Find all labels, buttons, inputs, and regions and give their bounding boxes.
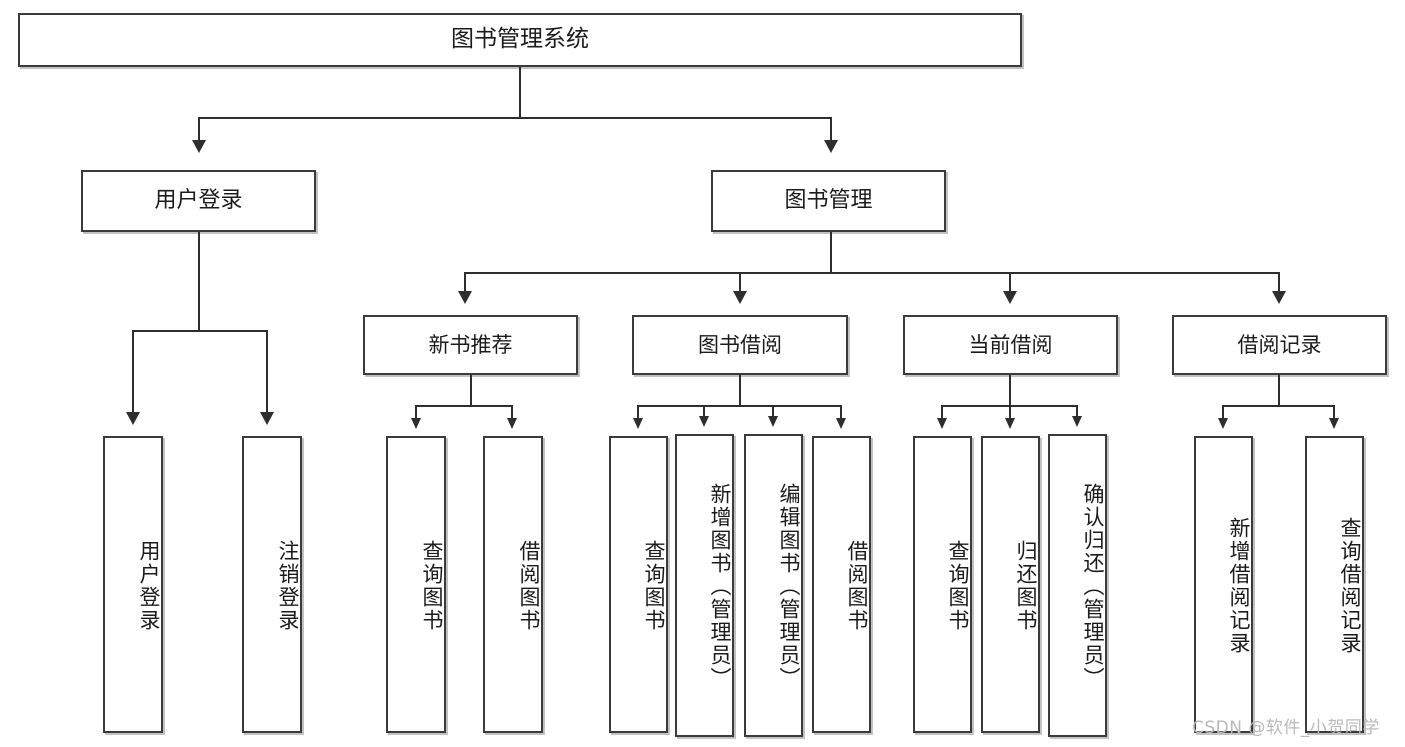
node-label: 注销登录	[276, 539, 300, 632]
leaf-user-login[interactable]: 用户登录	[103, 436, 163, 733]
node-label: 编辑图书（管理员）	[777, 483, 801, 690]
node-label: 借阅记录	[1237, 332, 1322, 357]
arrowhead-cb-confirm-return	[1072, 416, 1082, 427]
arrowhead-new-book	[458, 291, 472, 304]
connector-to-user-login	[198, 117, 200, 143]
connector-user-login-stem	[198, 232, 200, 332]
arrowhead-user-login	[192, 140, 206, 153]
connector-bb-c4	[840, 405, 842, 422]
connector-new-book-c2	[511, 405, 513, 422]
leaf-bb-borrow-book[interactable]: 借阅图书	[812, 436, 871, 733]
leaf-nb-query-book[interactable]: 查询图书	[386, 436, 446, 733]
leaf-cb-confirm-return[interactable]: 确认归还（管理员）	[1048, 434, 1107, 737]
node-label: 新增借阅记录	[1227, 516, 1251, 655]
connector-bb-c3	[772, 405, 774, 422]
leaf-br-query-record[interactable]: 查询借阅记录	[1305, 436, 1364, 733]
arrowhead-current-borrow	[1003, 291, 1017, 304]
leaf-br-add-record[interactable]: 新增借阅记录	[1194, 436, 1253, 733]
node-label: 用户登录	[154, 188, 243, 214]
arrowhead-br-add-record	[1218, 418, 1228, 429]
node-label: 查询图书	[946, 539, 970, 632]
node-label: 图书管理	[784, 188, 873, 214]
connector-book-borrow-stem	[739, 375, 741, 407]
leaf-bb-add-book[interactable]: 新增图书（管理员）	[675, 434, 734, 737]
connector-to-current-borrow	[1009, 272, 1011, 294]
node-label: 查询图书	[642, 539, 666, 632]
node-label: 用户登录	[137, 539, 161, 632]
connector-cb-c3	[1076, 405, 1078, 422]
connector-br-c2	[1333, 405, 1335, 422]
connector-new-book-stem	[470, 375, 472, 407]
node-book-management[interactable]: 图书管理	[711, 170, 946, 232]
arrowhead-br-query-record	[1329, 418, 1339, 429]
leaf-bb-query-book[interactable]: 查询图书	[609, 436, 668, 733]
arrowhead-leaf-logout	[260, 412, 274, 425]
connector-to-book-manage	[830, 117, 832, 143]
node-label: 当前借阅	[968, 332, 1053, 357]
node-label: 确认归还（管理员）	[1081, 483, 1105, 690]
connector-user-login-bus	[132, 330, 268, 332]
connector-user-login-left	[132, 330, 134, 415]
connector-user-login-right	[266, 330, 268, 415]
connector-borrow-record-stem	[1278, 375, 1280, 407]
node-label: 借阅图书	[845, 539, 869, 632]
connector-to-book-borrow	[739, 272, 741, 294]
arrowhead-bb-edit-book	[768, 416, 778, 427]
node-label: 查询借阅记录	[1338, 516, 1362, 655]
arrowhead-cb-query-book	[937, 418, 947, 429]
arrowhead-bb-add-book	[699, 416, 709, 427]
leaf-nb-borrow-book[interactable]: 借阅图书	[483, 436, 543, 733]
connector-to-borrow-record	[1278, 272, 1280, 294]
node-label: 新书推荐	[428, 332, 513, 357]
csdn-watermark: CSDN @软件_小贺同学	[1192, 718, 1380, 738]
node-label: 图书借阅	[698, 332, 782, 357]
leaf-cb-query-book[interactable]: 查询图书	[913, 436, 972, 733]
node-book-borrow[interactable]: 图书借阅	[632, 315, 848, 375]
connector-book-manage-stem	[830, 232, 832, 274]
node-borrow-record[interactable]: 借阅记录	[1172, 315, 1387, 375]
node-label: 借阅图书	[517, 539, 541, 632]
arrowhead-nb-query-book	[411, 418, 421, 429]
arrowhead-bb-borrow-book	[836, 418, 846, 429]
node-user-login[interactable]: 用户登录	[81, 170, 316, 232]
connector-cb-c1	[941, 405, 943, 422]
connector-current-borrow-stem	[1009, 375, 1011, 407]
leaf-cb-return-book[interactable]: 归还图书	[981, 436, 1040, 733]
leaf-bb-edit-book[interactable]: 编辑图书（管理员）	[744, 434, 803, 737]
connector-level3-bus	[464, 272, 1280, 274]
arrowhead-cb-return-book	[1005, 418, 1015, 429]
connector-level2-bus	[198, 117, 832, 119]
node-new-book-recommend[interactable]: 新书推荐	[363, 315, 578, 375]
connector-to-new-book	[464, 272, 466, 294]
node-current-borrow[interactable]: 当前借阅	[903, 315, 1118, 375]
connector-bb-c1	[637, 405, 639, 422]
node-root-system[interactable]: 图书管理系统	[18, 13, 1022, 67]
node-label: 归还图书	[1014, 539, 1038, 632]
arrowhead-borrow-record	[1272, 291, 1286, 304]
connector-cb-c2	[1009, 405, 1011, 422]
arrowhead-nb-borrow-book	[507, 418, 517, 429]
node-label: 图书管理系统	[451, 26, 589, 53]
arrowhead-bb-query-book	[633, 418, 643, 429]
node-label: 查询图书	[420, 539, 444, 632]
arrowhead-book-borrow	[733, 291, 747, 304]
connector-br-c1	[1222, 405, 1224, 422]
connector-new-book-bus	[415, 405, 513, 407]
node-label: 新增图书（管理员）	[708, 483, 732, 690]
connector-borrow-record-bus	[1222, 405, 1335, 407]
leaf-logout[interactable]: 注销登录	[242, 436, 302, 733]
connector-root-stem	[519, 67, 521, 117]
arrowhead-book-manage	[824, 140, 838, 153]
arrowhead-leaf-user-login	[126, 412, 140, 425]
connector-new-book-c1	[415, 405, 417, 422]
connector-bb-c2	[703, 405, 705, 422]
connector-book-borrow-bus	[637, 405, 842, 407]
